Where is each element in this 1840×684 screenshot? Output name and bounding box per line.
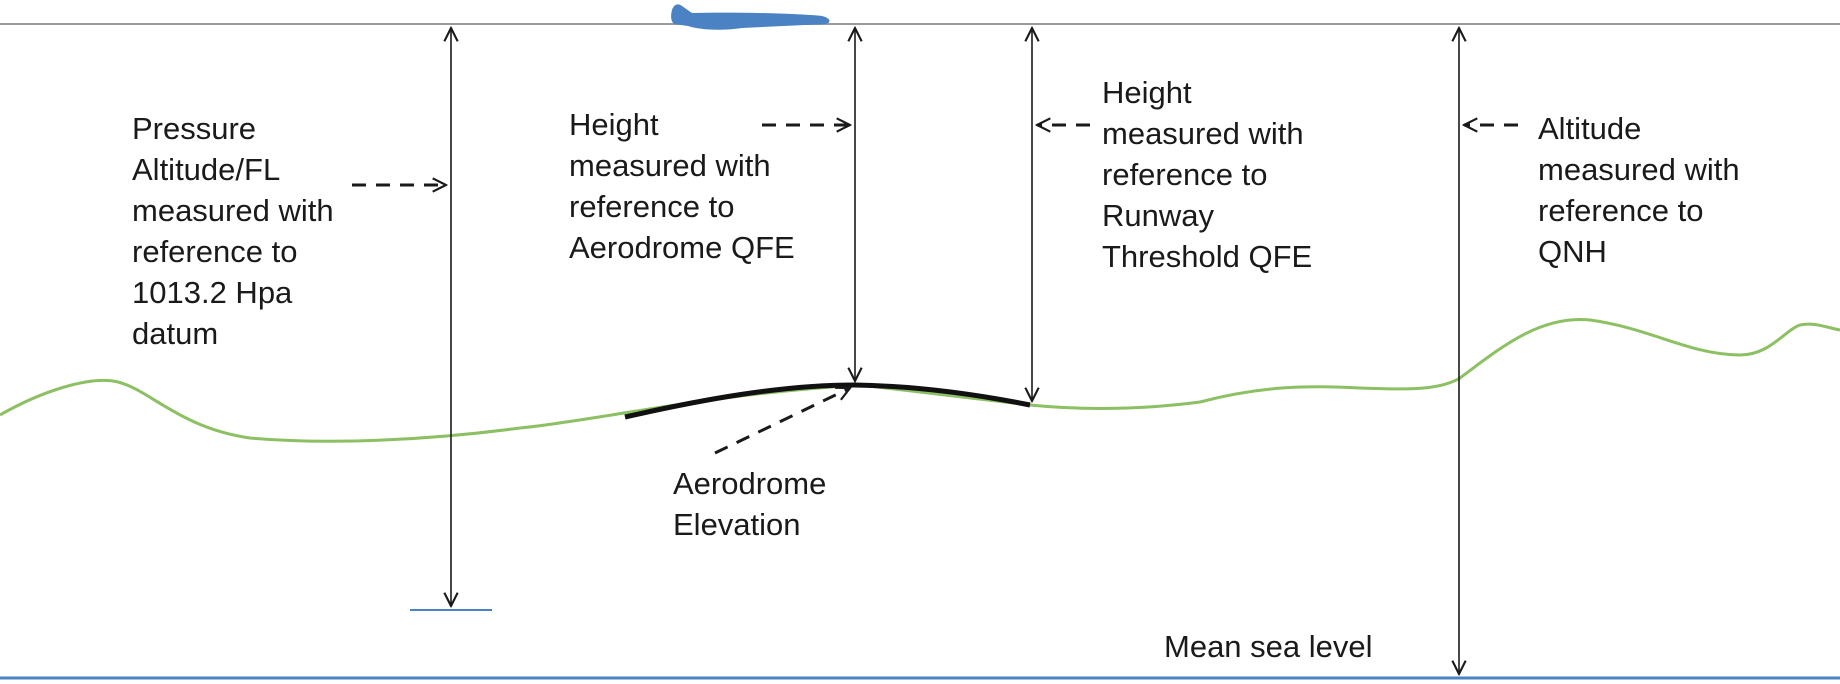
height-threshold-qfe-label: Height measured with reference to Runway… bbox=[1102, 72, 1312, 277]
pressure-altitude-label-line: datum bbox=[132, 316, 219, 351]
aerodrome-elevation-label-line: Elevation bbox=[673, 507, 801, 542]
pressure-altitude-label: Pressure Altitude/FL measured with refer… bbox=[132, 108, 334, 354]
altitude-qnh-label-line: measured with bbox=[1538, 152, 1740, 187]
height-aerodrome-qfe-label-line: measured with bbox=[569, 148, 771, 183]
pressure-altitude-label-line: Pressure bbox=[132, 111, 257, 146]
mean-sea-level-label-line: Mean sea level bbox=[1164, 629, 1373, 664]
height-aerodrome-qfe-label: Height measured with reference to Aerodr… bbox=[569, 104, 795, 268]
pressure-altitude-label-line: reference to bbox=[132, 234, 298, 269]
height-threshold-qfe-label-line: measured with bbox=[1102, 116, 1304, 151]
aircraft-icon bbox=[671, 4, 830, 30]
height-threshold-qfe-label-line: Height bbox=[1102, 75, 1192, 110]
pressure-altitude-label-line: measured with bbox=[132, 193, 334, 228]
pressure-altitude-label-line: Altitude/FL bbox=[132, 152, 281, 187]
mean-sea-level-label: Mean sea level bbox=[1164, 626, 1373, 667]
aerodrome-elevation-pointer bbox=[714, 386, 850, 455]
altitude-qnh-label-line: reference to bbox=[1538, 193, 1704, 228]
height-threshold-qfe-label-line: reference to bbox=[1102, 157, 1268, 192]
height-aerodrome-qfe-label-line: reference to bbox=[569, 189, 735, 224]
height-aerodrome-qfe-label-line: Height bbox=[569, 107, 659, 142]
height-aerodrome-qfe-label-line: Aerodrome QFE bbox=[569, 230, 795, 265]
altitude-qnh-label: Altitude measured with reference to QNH bbox=[1538, 108, 1740, 272]
altitude-qnh-label-line: Altitude bbox=[1538, 111, 1642, 146]
pressure-altitude-label-line: 1013.2 Hpa bbox=[132, 275, 293, 310]
height-threshold-qfe-label-line: Threshold QFE bbox=[1102, 239, 1313, 274]
terrain-line bbox=[0, 318, 1840, 443]
aerodrome-elevation-label: Aerodrome Elevation bbox=[673, 463, 826, 545]
runway-surface bbox=[624, 382, 1031, 420]
aerodrome-elevation-label-line: Aerodrome bbox=[673, 466, 827, 501]
height-threshold-qfe-label-line: Runway bbox=[1102, 198, 1214, 233]
altitude-qnh-label-line: QNH bbox=[1538, 234, 1607, 269]
